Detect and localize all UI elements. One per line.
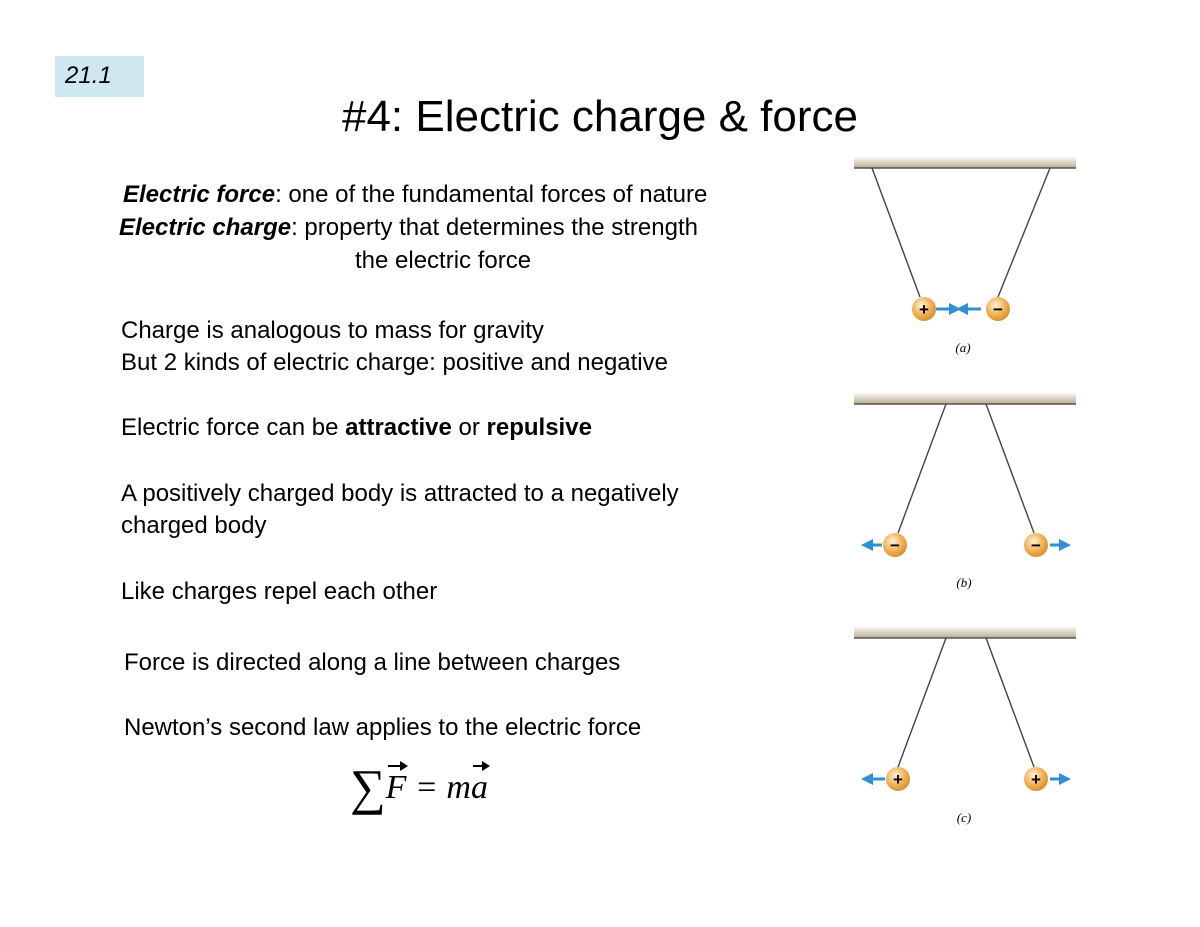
charged-ball	[1024, 767, 1048, 791]
definition-text: : one of the fundamental forces of natur…	[275, 181, 708, 208]
paragraph-line: Newton’s second law applies to the elect…	[124, 714, 642, 741]
term-electric-force: Electric force	[123, 181, 276, 208]
text-fragment: Electric force can be	[121, 414, 346, 441]
thread	[985, 637, 1035, 768]
force-arrow	[1050, 773, 1071, 785]
charged-ball	[912, 297, 936, 321]
panel-label: (b)	[956, 575, 971, 590]
term-electric-charge: Electric charge	[119, 214, 292, 241]
force-arrow	[861, 773, 885, 785]
thread	[897, 637, 947, 768]
charge-sign: −	[890, 536, 900, 555]
ceiling	[854, 392, 1076, 404]
charged-ball	[886, 767, 910, 791]
charge-sign: +	[1031, 770, 1041, 789]
charged-ball	[1024, 533, 1048, 557]
force-arrow	[861, 539, 882, 551]
thread	[871, 167, 921, 298]
figure-panel-c: + + (c)	[854, 626, 1076, 825]
newton-second-law-equation: ∑F = ma	[350, 758, 490, 816]
charge-sign: +	[893, 770, 903, 789]
word-repulsive: repulsive	[486, 414, 592, 441]
mass-symbol: m	[446, 769, 471, 806]
force-arrow	[956, 303, 981, 315]
definition-electric-force: Electric force: one of the fundamental f…	[123, 181, 707, 209]
sigma-symbol: ∑	[350, 759, 386, 815]
figure-panel-b: − − (b)	[854, 392, 1076, 590]
thread	[897, 403, 947, 534]
attractive-repulsive-line: Electric force can be attractive or repu…	[121, 414, 592, 442]
paragraph-line: charged body	[121, 512, 267, 539]
paragraph-line: Force is directed along a line between c…	[124, 649, 621, 676]
panel-label: (a)	[955, 340, 970, 355]
definition-continuation: the electric force	[355, 247, 532, 274]
paragraph-line: Like charges repel each other	[121, 578, 438, 605]
force-arrow	[936, 303, 961, 315]
word-attractive: attractive	[345, 414, 452, 441]
definition-text: : property that determines the strength	[291, 214, 698, 241]
ceiling	[854, 156, 1076, 168]
paragraph-line: A positively charged body is attracted t…	[121, 480, 679, 507]
paragraph-line: Charge is analogous to mass for gravity	[121, 317, 544, 344]
paragraph-line: But 2 kinds of electric charge: positive…	[121, 349, 668, 376]
definition-electric-charge: Electric charge: property that determine…	[119, 214, 698, 242]
force-arrow	[1050, 539, 1071, 551]
charge-sign: −	[993, 300, 1003, 319]
equals-sign: =	[406, 769, 447, 806]
thread	[997, 167, 1051, 298]
thread	[985, 403, 1035, 534]
acceleration-vector: a	[470, 761, 490, 806]
charged-ball	[986, 297, 1010, 321]
force-vector: F	[385, 761, 409, 806]
figure-panel-a: + − (a)	[854, 156, 1076, 355]
text-fragment: or	[451, 414, 487, 441]
charged-ball	[883, 533, 907, 557]
ceiling	[854, 626, 1076, 638]
slide-title: #4: Electric charge & force	[341, 92, 858, 141]
charge-sign: +	[919, 300, 929, 319]
charge-sign: −	[1031, 536, 1041, 555]
panel-label: (c)	[957, 810, 971, 825]
section-badge: 21.1	[55, 56, 144, 97]
